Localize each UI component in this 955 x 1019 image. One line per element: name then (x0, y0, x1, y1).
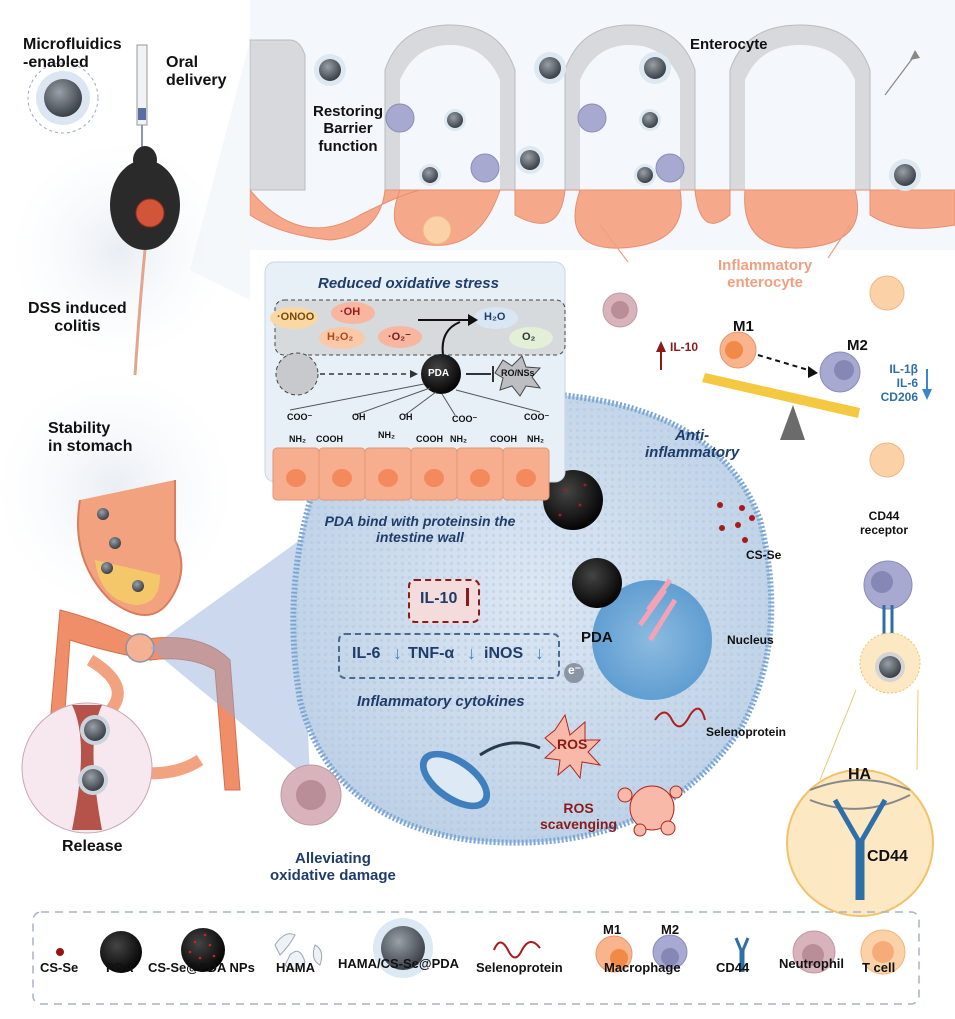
nucleus-label: Nucleus (727, 633, 774, 647)
group-nh2-2: NH₂ (378, 430, 395, 440)
legend-item-pda: PDA (106, 960, 134, 975)
pda-label: PDA (581, 629, 613, 646)
intestinal-villi (249, 0, 955, 263)
oxidative-box-title: Reduced oxidative stress (318, 275, 499, 292)
selenoprotein-label: Selenoprotein (706, 725, 787, 739)
il10-box-label: IL-10 (420, 590, 458, 607)
group-cooh-1: COOH (316, 434, 343, 444)
cd44-zoom-label: CD44 (867, 848, 908, 865)
legend-item-neutrophil: Neutrophil (779, 956, 844, 971)
m1-label: M1 (733, 318, 754, 335)
m1-m2-balance-illustration (656, 331, 932, 440)
il10-up-label: IL-10 (670, 340, 699, 354)
group-nh2-1: NH₂ (289, 434, 306, 444)
group-oh-2: OH (399, 412, 413, 422)
group-oh-1: OH (352, 412, 366, 422)
tnf-down-arrow-icon: ↓ (467, 643, 476, 663)
gi-tract-illustration (21, 480, 310, 834)
ronss-label: RO/NSs (501, 368, 535, 378)
group-nh2-3: NH₂ (450, 434, 467, 444)
species-h2o2: H₂O₂ (327, 331, 354, 343)
cytokine-tnf-alpha: TNF-α (408, 645, 455, 662)
ros-scavenging-label: ROS scavenging (540, 800, 618, 833)
m2-markers-label: IL-1β IL-6 CD206 (880, 362, 918, 404)
legend-m2-label: M2 (661, 922, 680, 937)
ha-label: HA (848, 766, 872, 783)
group-nh2-4: NH₂ (527, 434, 544, 444)
anti-inflammatory-label: Anti- inflammatory (645, 427, 740, 462)
release-label: Release (62, 838, 123, 855)
species-o2-radical: ·O₂⁻ (388, 331, 411, 343)
cytokines-down-box (338, 633, 560, 679)
group-cooh-2: COOH (416, 434, 443, 444)
cs-se-label: CS-Se (746, 548, 782, 562)
cd44-receptor-label: CD44 receptor (860, 509, 909, 537)
species-oh: ·OH (340, 306, 361, 318)
legend-item-hama-cs-se-pda: HAMA/CS-Se@PDA (338, 956, 460, 971)
restoring-barrier-label: Restoring Barrier function (313, 103, 384, 155)
microfluidics-label: Microfluidics -enabled (23, 36, 122, 72)
species-onoo: ·ONOO (277, 311, 315, 323)
electron-label: e⁻ (568, 663, 582, 677)
alleviating-damage-label: Alleviating oxidative damage (270, 850, 396, 885)
product-o2: O₂ (522, 331, 536, 343)
cytokines-caption: Inflammatory cytokines (357, 693, 525, 710)
il10-up-arrow-icon (466, 588, 469, 606)
cd44-binding-illustration (786, 560, 934, 917)
legend-item-cs-se-pda-nps: CS-Se@PDA NPs (148, 960, 255, 975)
inos-down-arrow-icon: ↓ (535, 643, 544, 663)
mouse-illustration (27, 44, 180, 376)
cytokine-il6: IL-6 (352, 645, 381, 662)
legend-item-macrophage: Macrophage (604, 960, 681, 975)
inflammatory-enterocyte-label: Inflammatory enterocyte (718, 257, 813, 292)
legend-item-cd44: CD44 (716, 960, 750, 975)
enterocyte-label: Enterocyte (690, 36, 768, 53)
group-coo-3: COO⁻ (524, 412, 550, 422)
legend-item-t-cell: T cell (862, 960, 896, 975)
legend-item-selenoprotein: Selenoprotein (476, 960, 563, 975)
group-cooh-3: COOH (490, 434, 517, 444)
stability-stomach-label: Stability in stomach (48, 420, 133, 456)
legend-icons (56, 918, 906, 978)
oral-delivery-label: Oral delivery (166, 54, 227, 90)
pda-node-label: PDA (428, 368, 450, 379)
cytokine-inos: iNOS (484, 645, 524, 662)
ros-burst-label: ROS (557, 736, 588, 752)
legend-item-cs-se: CS-Se (40, 960, 79, 975)
legend-m1-label: M1 (603, 922, 622, 937)
il6-down-arrow-icon: ↓ (393, 643, 402, 663)
group-coo-2: COO⁻ (452, 414, 478, 424)
macrophage-cell-illustration (290, 389, 775, 846)
m2-label: M2 (847, 337, 868, 354)
product-h2o: H₂O (484, 311, 506, 323)
legend-item-hama: HAMA (276, 960, 315, 975)
pda-binding-caption: PDA bind with proteinsin the intestine w… (324, 513, 516, 546)
dss-colitis-label: DSS induced colitis (28, 300, 127, 336)
group-coo-1: COO⁻ (287, 412, 313, 422)
